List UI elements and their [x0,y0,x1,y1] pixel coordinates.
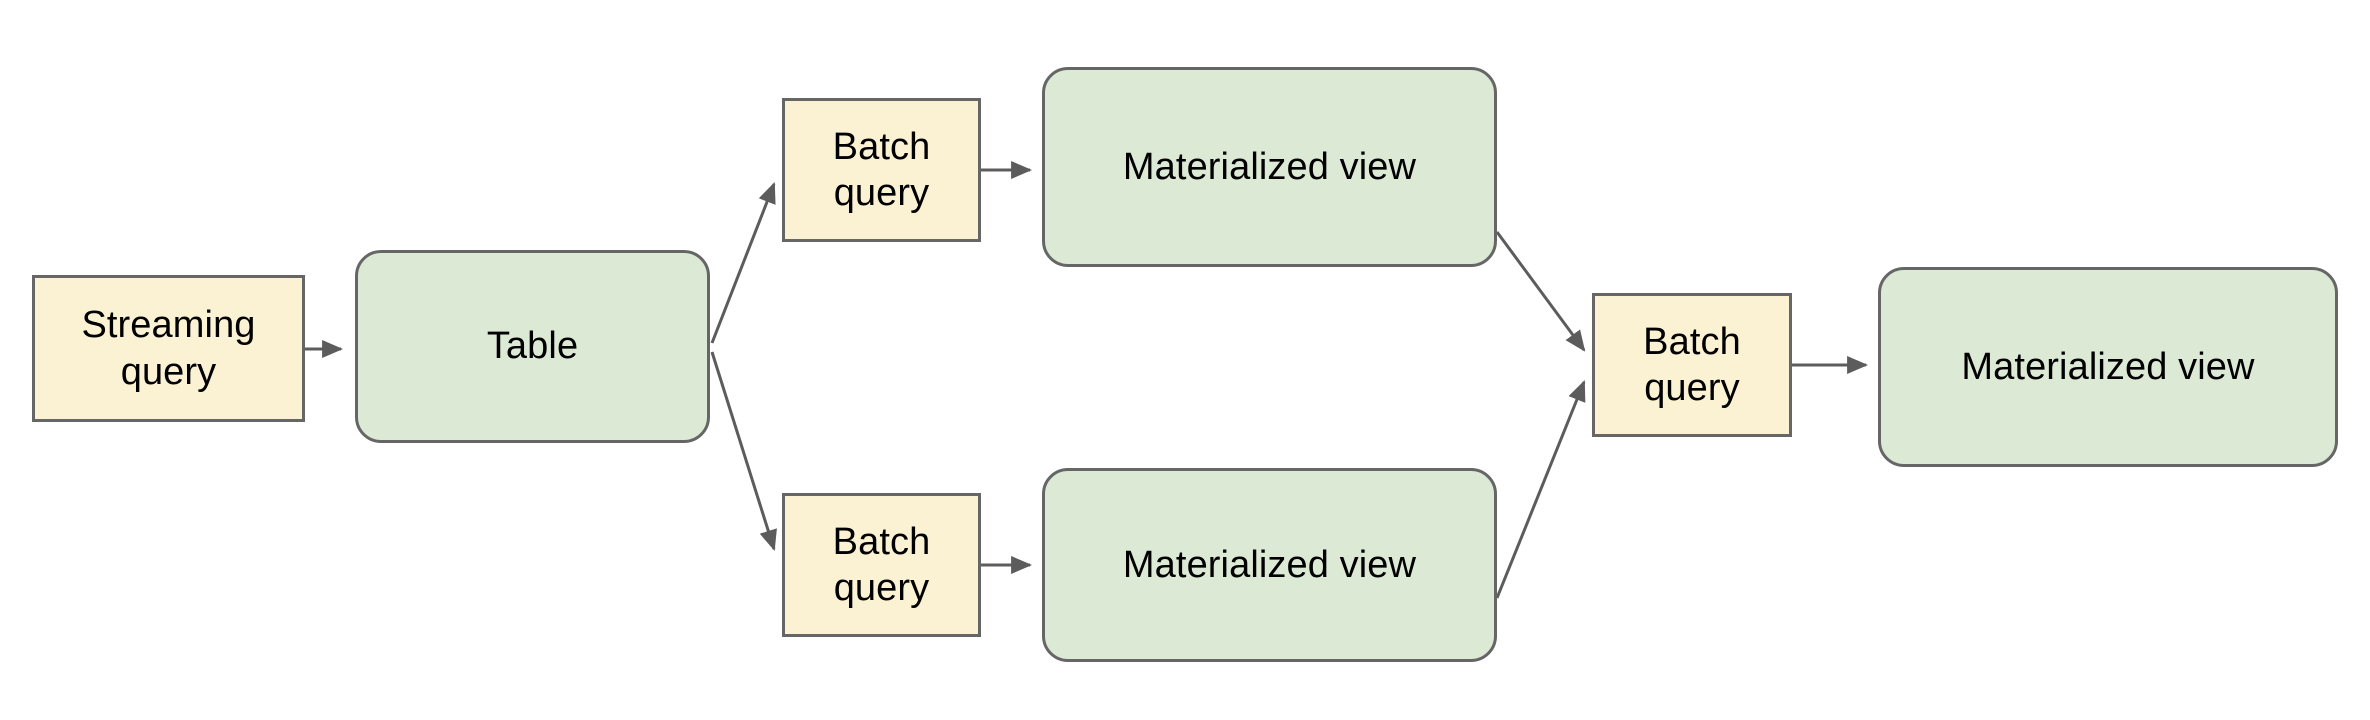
node-batch-query-top-label: Batch query [832,125,931,214]
node-batch-query-bottom-label: Batch query [832,520,931,609]
edge-materialized-view-top-to-batch-query-center [1495,231,1586,352]
node-materialized-view-bottom-label: Materialized view [1122,543,1417,586]
node-materialized-view-right-label: Materialized view [1961,345,2255,388]
edge-materialized-view-bottom-to-batch-query-center [1495,380,1586,599]
node-batch-query-top[interactable]: Batch query [782,98,981,242]
node-materialized-view-bottom[interactable]: Materialized view [1042,468,1497,662]
node-batch-query-center[interactable]: Batch query [1592,293,1792,437]
node-materialized-view-right[interactable]: Materialized view [1878,267,2338,467]
node-batch-query-center-label: Batch query [1643,320,1741,409]
node-streaming-query-label: Streaming query [81,304,256,393]
node-batch-query-bottom[interactable]: Batch query [782,493,981,637]
node-streaming-query[interactable]: Streaming query [32,275,305,422]
edge-table-to-batch-query-top [710,182,776,344]
node-materialized-view-top[interactable]: Materialized view [1042,67,1497,267]
node-materialized-view-top-label: Materialized view [1122,145,1417,188]
edge-table-to-batch-query-bottom [710,351,777,552]
node-table[interactable]: Table [355,250,710,443]
node-table-label: Table [486,325,579,368]
